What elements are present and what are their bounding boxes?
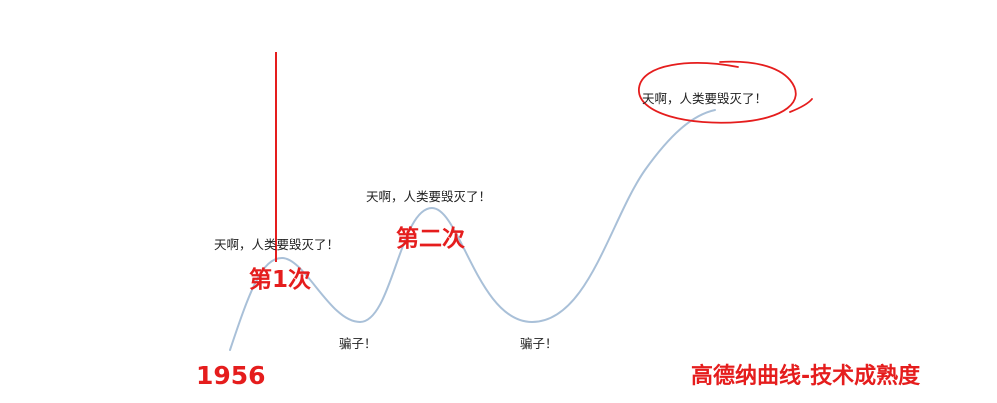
trough1-label: 骗子！ xyxy=(339,336,377,351)
peak2-label: 天啊，人类要毁灭了！ xyxy=(366,189,492,204)
diagram-title: 高德纳曲线-技术成熟度 xyxy=(691,364,921,389)
trough2-label: 骗子！ xyxy=(520,336,558,351)
second-time-annotation: 第二次 xyxy=(396,226,465,252)
peak1-label: 天啊，人类要毁灭了！ xyxy=(214,237,340,252)
hand-drawn-circle xyxy=(638,60,813,124)
peak3-label: 天啊，人类要毁灭了！ xyxy=(642,91,768,106)
year-annotation: 1956 xyxy=(196,361,266,390)
hype-cycle-curve xyxy=(229,109,716,351)
first-time-annotation: 第1次 xyxy=(249,267,312,293)
